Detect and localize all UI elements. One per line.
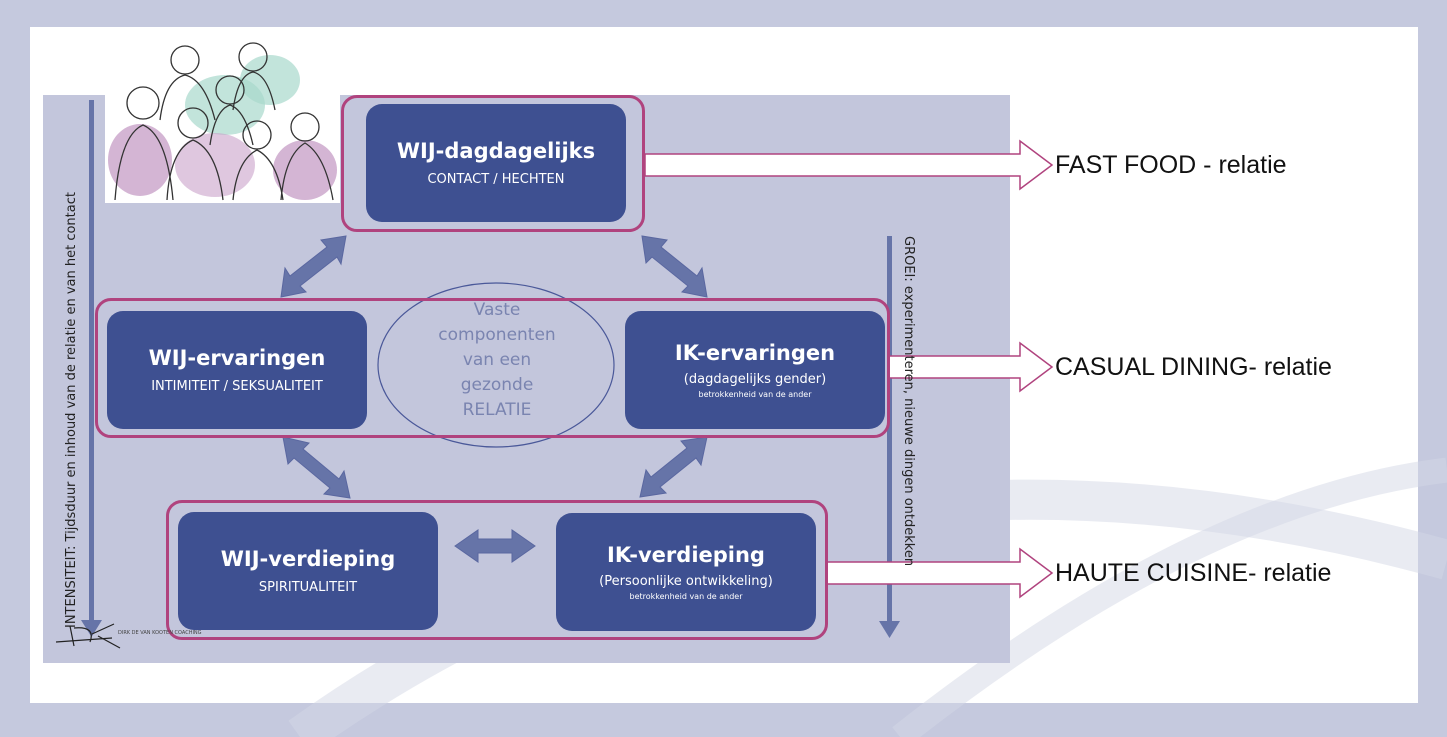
arrow-wij-dag-to-wij-erv xyxy=(280,235,347,298)
frame-haute xyxy=(166,500,828,640)
box-wij-ervaringen: WIJ-ervaringen INTIMITEIT / SEKSUALITEIT xyxy=(107,311,367,429)
people-illustration xyxy=(105,35,340,203)
box-subtitle: (Persoonlijke ontwikkeling) xyxy=(599,574,773,590)
box-subtitle: SPIRITUALITEIT xyxy=(258,580,358,596)
axis-intensiteit-label: INTENSITEIT: Tijdsduur en inhoud van de … xyxy=(64,192,79,628)
arrow-wij-erv-to-wij-verd xyxy=(282,436,351,499)
arrow-wij-verd-to-ik-verd xyxy=(454,529,536,563)
center-line: van een xyxy=(462,350,532,370)
box-subtitle: CONTACT / HECHTEN xyxy=(427,172,565,188)
box-title: WIJ-ervaringen xyxy=(148,345,326,370)
box-title: WIJ-verdieping xyxy=(220,546,396,571)
arrow-fast-food xyxy=(644,139,1054,191)
frame-casual xyxy=(95,298,890,438)
box-title: IK-verdieping xyxy=(607,542,765,567)
box-ik-ervaringen: IK-ervaringen (dagdagelijks gender) betr… xyxy=(625,311,885,429)
label-casual-dining: CASUAL DINING- relatie xyxy=(1055,353,1332,381)
label-fast-food: FAST FOOD - relatie xyxy=(1055,151,1287,179)
arrow-casual xyxy=(887,341,1054,393)
arrow-haute xyxy=(825,547,1054,599)
box-wij-verdieping: WIJ-verdieping SPIRITUALITEIT xyxy=(178,512,438,630)
box-title: WIJ-dagdagelijks xyxy=(396,138,596,163)
signature-text: DIRK DE VAN KOOTEN COACHING xyxy=(118,630,202,636)
center-line: componenten xyxy=(438,325,556,345)
box-title: IK-ervaringen xyxy=(674,340,836,365)
center-ellipse xyxy=(377,282,615,448)
center-text: Vaste componenten van een gezonde RELATI… xyxy=(402,298,592,423)
frame-fast-food xyxy=(341,95,645,232)
box-subtitle: (dagdagelijks gender) xyxy=(683,372,827,388)
signature-logo xyxy=(55,623,121,649)
center-line: RELATIE xyxy=(462,400,532,420)
axis-groei-label: GROEI: experimenteren, nieuwe dingen ont… xyxy=(901,236,916,567)
label-haute-cuisine: HAUTE CUISINE- relatie xyxy=(1055,559,1332,587)
box-note: betrokkenheid van de ander xyxy=(698,390,812,400)
arrow-wij-dag-to-ik-erv xyxy=(641,235,708,298)
box-note: betrokkenheid van de ander xyxy=(629,592,743,602)
box-subtitle: INTIMITEIT / SEKSUALITEIT xyxy=(151,379,323,395)
box-wij-dagdagelijks: WIJ-dagdagelijks CONTACT / HECHTEN xyxy=(366,104,626,222)
box-ik-verdieping: IK-verdieping (Persoonlijke ontwikkeling… xyxy=(556,513,816,631)
center-line: Vaste xyxy=(473,300,521,320)
center-line: gezonde xyxy=(460,375,534,395)
arrow-ik-erv-to-ik-verd xyxy=(639,436,708,498)
